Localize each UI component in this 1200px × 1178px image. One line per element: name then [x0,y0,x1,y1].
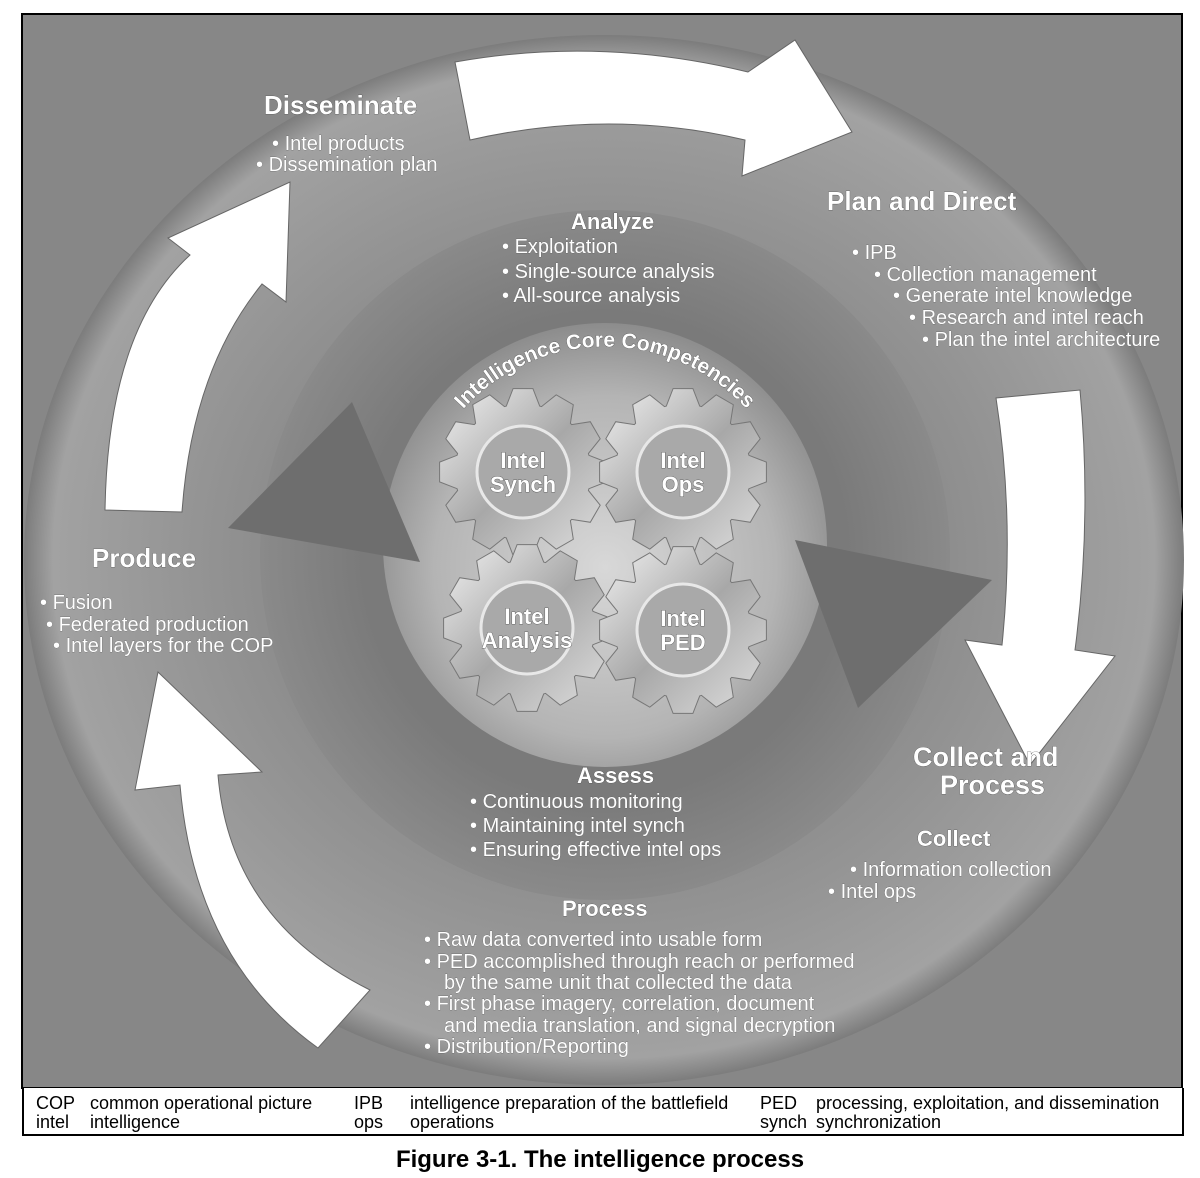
legend-abbr: intel [36,1112,70,1132]
legend-def: operations [410,1112,495,1132]
gear-label: PED [660,630,705,655]
plan-title: Plan and Direct [827,186,1017,216]
analyze-item: • Single-source analysis [502,261,715,283]
produce-item: • Fusion [40,592,113,614]
analyze-title: Analyze [571,209,654,234]
legend-def: intelligence preparation of the battlefi… [410,1093,729,1113]
legend-def: common operational picture [90,1093,313,1113]
legend-def: synchronization [816,1112,942,1132]
gear-hub [475,424,571,520]
gear-hub [635,582,731,678]
process-item: • Distribution/Reporting [424,1036,629,1058]
disseminate-item: • Intel products [272,133,405,155]
gear-label: Ops [662,472,705,497]
gear-label: Intel [504,604,549,629]
gear-label: Analysis [482,628,573,653]
inner-arrow-left [228,402,420,562]
abbreviation-legend: COP common operational picture intel int… [22,1088,1184,1136]
disseminate-title: Disseminate [264,90,417,120]
gear-label: Synch [490,472,556,497]
legend-abbr: IPB [354,1093,384,1113]
arrow-to-produce [134,671,371,1049]
gear-hub [635,424,731,520]
disseminate-item: • Dissemination plan [256,154,438,176]
process-item: • Raw data converted into usable form [424,929,762,951]
legend-abbr: COP [36,1093,76,1113]
arrow-to-disseminate [104,181,291,513]
legend-abbr: ops [354,1112,384,1132]
process-title: Process [562,896,648,921]
legend-abbr: synch [760,1112,808,1132]
assess-item: • Continuous monitoring [470,791,683,813]
legend-def: intelligence [90,1112,181,1132]
collect-title: Collect [917,826,991,851]
inner-arrow-right [795,540,992,708]
legend-def: processing, exploitation, and disseminat… [816,1093,1160,1113]
analyze-item: • Exploitation [502,236,618,258]
center-circle [383,323,827,767]
produce-item: • Intel layers for the COP [53,635,273,657]
gear-label: Intel [500,448,545,473]
process-item: • PED accomplished through reach or perf… [424,951,855,973]
analyze-item: • All-source analysis [502,285,680,307]
assess-item: • Maintaining intel synch [470,815,685,837]
arrow-to-plan [454,39,853,177]
plan-item: • Plan the intel architecture [922,329,1160,351]
gear-label: Intel [660,448,705,473]
plan-item: • Generate intel knowledge [893,285,1132,307]
plan-item: • Collection management [874,264,1097,286]
collect-item: • Intel ops [828,881,916,903]
figure-caption: Figure 3-1. The intelligence process [395,1146,805,1173]
gear-hub [479,580,575,676]
arrow-to-collect [964,389,1116,766]
legend-abbr: PED [760,1093,798,1113]
plan-item: • Research and intel reach [909,307,1144,329]
plan-item: • IPB [852,242,897,264]
produce-item: • Federated production [46,614,249,636]
process-item-cont: by the same unit that collected the data [444,972,793,994]
collect-process-title: Collect and [913,742,1059,772]
assess-item: • Ensuring effective intel ops [470,839,721,861]
produce-title: Produce [92,543,196,573]
gear-label: Intel [660,606,705,631]
process-item: • First phase imagery, correlation, docu… [424,993,815,1015]
collect-item: • Information collection [850,859,1052,881]
assess-title: Assess [577,763,654,788]
process-item-cont: and media translation, and signal decryp… [444,1015,835,1037]
collect-process-title: Process [940,770,1045,800]
